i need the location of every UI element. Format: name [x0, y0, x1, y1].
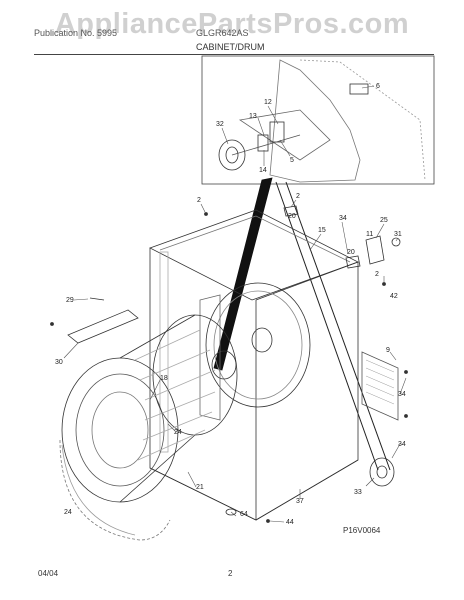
- publication-number: Publication No. 5995: [34, 28, 118, 38]
- part-label: 25: [380, 217, 388, 224]
- inset-detail: [201, 55, 435, 185]
- part-label: 37: [296, 498, 304, 505]
- part-label: 64: [240, 511, 248, 518]
- drum: [61, 314, 238, 503]
- part-label: 14: [259, 167, 267, 174]
- part-label: 31: [394, 231, 402, 238]
- part-label: 18: [160, 375, 168, 382]
- part-label: 20: [347, 249, 355, 256]
- part-label: 30: [55, 359, 63, 366]
- part-label: 2: [375, 271, 379, 278]
- part-label: 6: [376, 83, 380, 90]
- footer-page-number: 2: [228, 569, 233, 578]
- diagram-code: P16V0064: [343, 526, 381, 535]
- part-label: 34: [339, 215, 347, 222]
- header-divider: [34, 54, 434, 55]
- section-title: CABINET/DRUM: [196, 42, 265, 52]
- part-label: 9: [386, 347, 390, 354]
- part-label: 2: [197, 197, 201, 204]
- footer-date: 04/04: [38, 569, 59, 578]
- part-label: 12: [264, 99, 272, 106]
- cabinet: [148, 209, 360, 521]
- part-label: 42: [390, 293, 398, 300]
- model-number: GLGR642AS: [196, 28, 249, 38]
- part-label: 29: [66, 297, 74, 304]
- part-label: 13: [249, 113, 257, 120]
- part-label: 21: [196, 484, 204, 491]
- part-label: 34: [398, 391, 406, 398]
- part-label: 24: [174, 429, 182, 436]
- part-label: 24: [64, 509, 72, 516]
- part-label: 32: [216, 121, 224, 128]
- rear-bulkhead: [199, 282, 311, 421]
- part-label: 20: [288, 213, 296, 220]
- part-label: 11: [366, 231, 373, 238]
- part-label: 15: [318, 227, 326, 234]
- watermark: AppliancePartsPros.com: [54, 8, 410, 40]
- part-label: 34: [398, 441, 406, 448]
- part-label: 2: [296, 193, 300, 200]
- part-labels: 6 12 13 32 5 14 2 2 20 34 25 15 11 31 20…: [55, 83, 406, 526]
- part-label: 33: [354, 489, 362, 496]
- part-label: 5: [290, 157, 294, 164]
- part-label: 44: [286, 519, 294, 526]
